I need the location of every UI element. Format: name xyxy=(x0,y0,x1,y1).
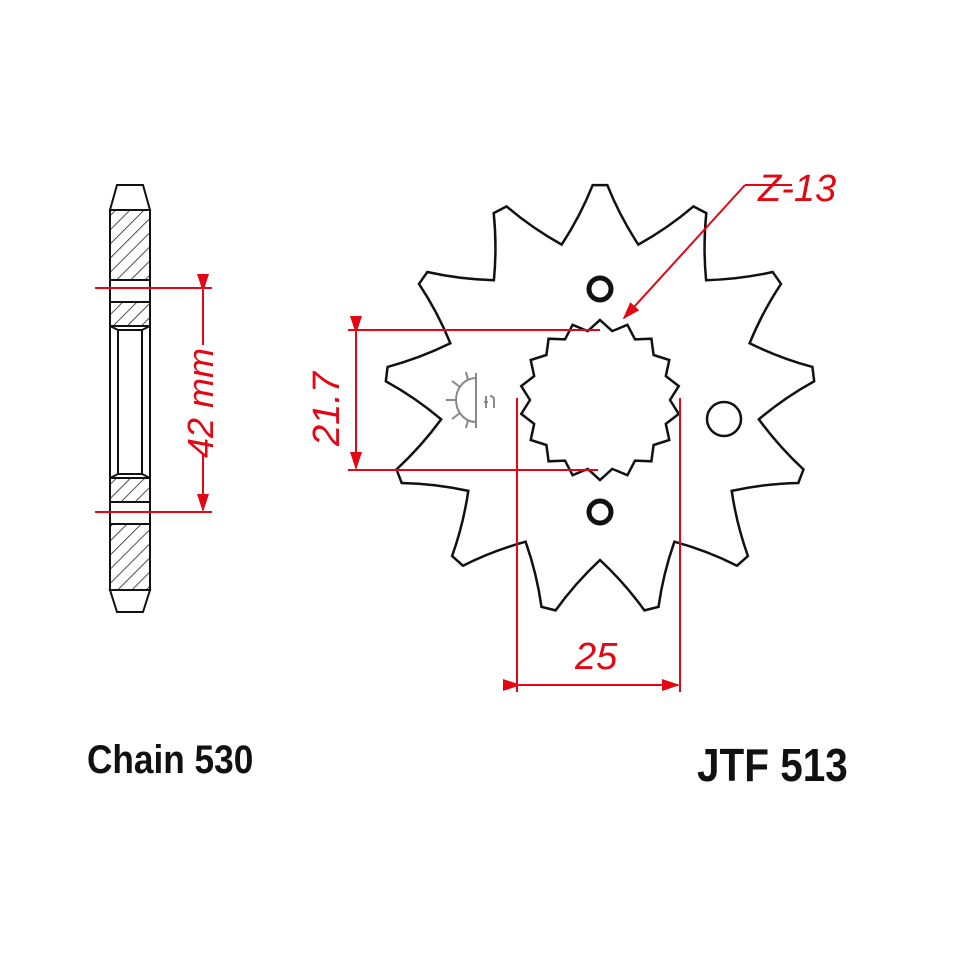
splined-bore xyxy=(519,318,681,482)
outer-span-dimension-label: 25 xyxy=(575,636,618,678)
mounting-holes xyxy=(586,275,743,526)
hub-width-dimension xyxy=(95,274,212,513)
chain-size-label: Chain 530 xyxy=(87,738,254,782)
hole-bottom xyxy=(586,498,614,526)
hub-width-dimension-label: 42 mm xyxy=(180,347,221,458)
rotation-symbol-icon xyxy=(446,371,495,429)
inner-diameter-dimension-label: 21.7 xyxy=(306,372,348,446)
side-view xyxy=(108,184,152,613)
part-number-label: JTF 513 xyxy=(697,739,848,791)
teeth-count-label: Z-13 xyxy=(758,168,837,210)
dimension-lines xyxy=(348,184,792,692)
hole-top xyxy=(586,275,614,303)
hole-right xyxy=(705,400,743,438)
